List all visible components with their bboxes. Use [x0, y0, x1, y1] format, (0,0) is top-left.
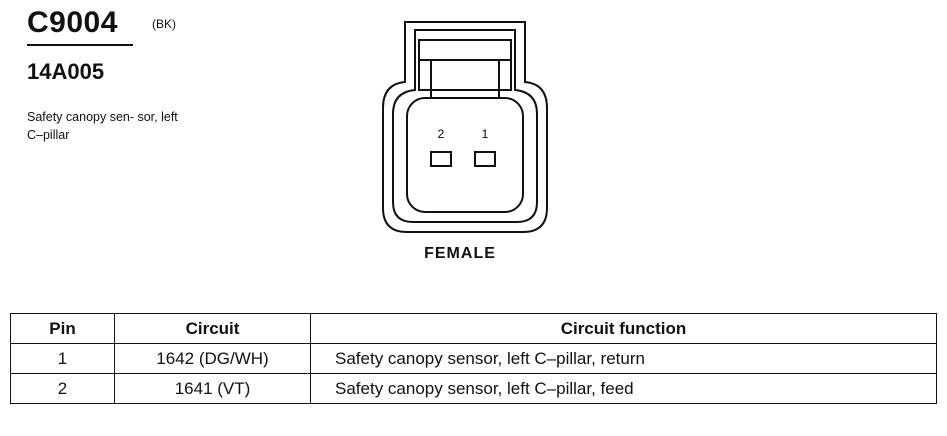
- cell-circuit-function: Safety canopy sensor, left C–pillar, ret…: [310, 343, 937, 374]
- header-pin: Pin: [10, 313, 115, 344]
- table-row: 2 1641 (VT) Safety canopy sensor, left C…: [10, 373, 937, 404]
- color-code: (BK): [152, 17, 176, 31]
- connector-gender: FEMALE: [424, 245, 496, 262]
- header-circuit: Circuit: [114, 313, 311, 344]
- pin-label-2: 2: [438, 127, 445, 141]
- table-header-row: Pin Circuit Circuit function: [10, 313, 937, 344]
- connector-description: Safety canopy sen- sor, left C–pillar: [27, 110, 178, 142]
- cell-circuit: 1641 (VT): [114, 373, 311, 404]
- connector-face-diagram: 2 1: [382, 21, 548, 233]
- terminal-housing: [406, 97, 524, 213]
- cell-pin: 1: [10, 343, 115, 374]
- locking-tab: [418, 39, 512, 91]
- cell-circuit-function: Safety canopy sensor, left C–pillar, fee…: [310, 373, 937, 404]
- pin-label-1: 1: [482, 127, 489, 141]
- header-circuit-function: Circuit function: [310, 313, 937, 344]
- part-number: 14A005: [27, 59, 105, 84]
- cell-pin: 2: [10, 373, 115, 404]
- pinout-table: Pin Circuit Circuit function 1 1642 (DG/…: [10, 313, 937, 404]
- pin-cavity-2: [430, 151, 452, 167]
- connector-id: C9004: [27, 6, 118, 39]
- pin-cavity-1: [474, 151, 496, 167]
- cell-circuit: 1642 (DG/WH): [114, 343, 311, 374]
- connector-inner-shell: [392, 29, 538, 223]
- connector-id-underline: [27, 44, 133, 46]
- table-row: 1 1642 (DG/WH) Safety canopy sensor, lef…: [10, 343, 937, 374]
- connector-outer-shell: [382, 21, 548, 233]
